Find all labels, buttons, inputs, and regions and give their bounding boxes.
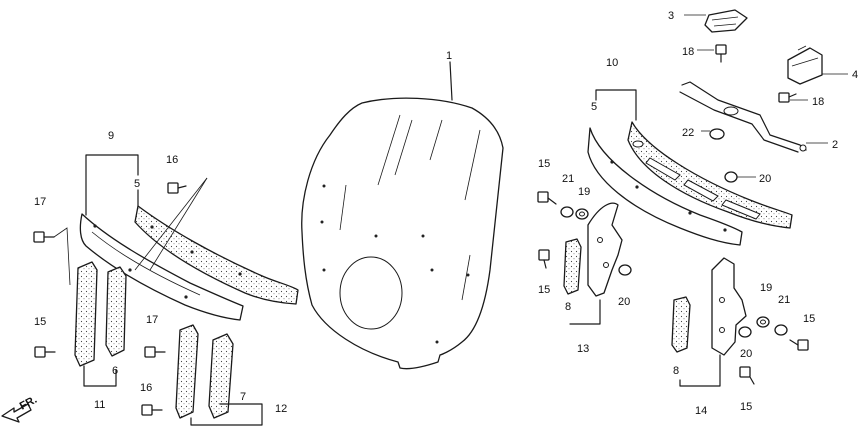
callout-16-bottom: 16 [140,382,152,394]
left-garnish-assembly [79,205,299,321]
callout-10: 10 [606,57,618,69]
callout-6: 6 [112,365,118,377]
bracket-2 [679,81,807,153]
front-direction-arrow: FR. [1,394,39,423]
washer-21-center [560,206,574,218]
right-garnish-upper [627,121,793,229]
leader-lines [53,14,848,426]
left-stay-b [105,266,127,357]
middle-stay-set [175,324,234,419]
right-stay-set-14 [671,257,747,356]
callout-1: 1 [446,50,452,62]
callout-12: 12 [275,403,287,415]
bolt-15-center-top [537,191,557,205]
middle-stay-b [208,333,234,419]
callout-labels: 1 2 3 4 5 5 6 7 8 8 9 10 11 12 13 14 15 … [34,10,858,417]
callout-13: 13 [577,343,589,355]
callout-7: 7 [240,391,246,403]
bolt-15-right [789,339,809,351]
callout-22: 22 [682,127,694,139]
callout-14: 14 [695,405,707,417]
bolt-18-upper [715,44,727,63]
right-garnish-lower [587,127,743,246]
callout-20-right: 20 [740,348,752,360]
bolt-15-bottom [739,366,755,385]
bolt-15-center-lower [538,249,550,269]
callout-5-left: 5 [134,178,140,190]
bolt-18-lower [778,92,797,103]
clip-4 [787,45,823,85]
left-garnish-lower [79,213,244,321]
callout-5-right: 5 [591,101,597,113]
callout-8-right: 8 [673,365,679,377]
callout-18-lower: 18 [812,96,824,108]
callout-15-left: 15 [34,316,46,328]
bolt-17-left [33,231,55,243]
callout-20-center: 20 [618,296,630,308]
callout-21-center: 21 [562,173,574,185]
callout-16-top: 16 [166,154,178,166]
callout-21-right: 21 [778,294,790,306]
headlight-opening [339,256,403,330]
bolt-16-top [167,182,187,194]
left-stay-a [74,261,98,367]
left-garnish-upper [134,205,299,305]
callout-3: 3 [668,10,674,22]
right-garnish-assembly [587,121,793,246]
callout-8-center: 8 [565,301,571,313]
bolt-16-bottom [141,404,163,416]
middle-stay-a [175,324,199,419]
callout-4: 4 [852,69,858,81]
callout-17-left: 17 [34,196,46,208]
nut-20-right [738,326,752,338]
callout-20-top: 20 [759,173,771,185]
callout-17-middle: 17 [146,314,158,326]
nut-20-top [724,171,738,183]
callout-19-right: 19 [760,282,772,294]
front-direction-label: FR. [18,394,39,413]
callout-2: 2 [832,139,838,151]
bolt-15-left [34,346,56,358]
windshield [301,61,504,370]
callout-15-bottom: 15 [740,401,752,413]
bolt-17-middle [144,346,166,358]
hardware [33,44,809,416]
grommet-22 [709,128,725,140]
callout-15-center-top: 15 [538,158,550,170]
callout-18-upper: 18 [682,46,694,58]
callout-15-right: 15 [803,313,815,325]
washer-21-right [774,324,788,336]
callout-11: 11 [94,399,105,411]
nut-20-center [618,264,632,276]
right-stay-set-13 [563,202,623,297]
callout-15-center-lower: 15 [538,284,550,296]
callout-9: 9 [108,130,114,142]
left-stay-set [74,261,127,367]
callout-19-center: 19 [578,186,590,198]
clip-3 [704,9,748,33]
